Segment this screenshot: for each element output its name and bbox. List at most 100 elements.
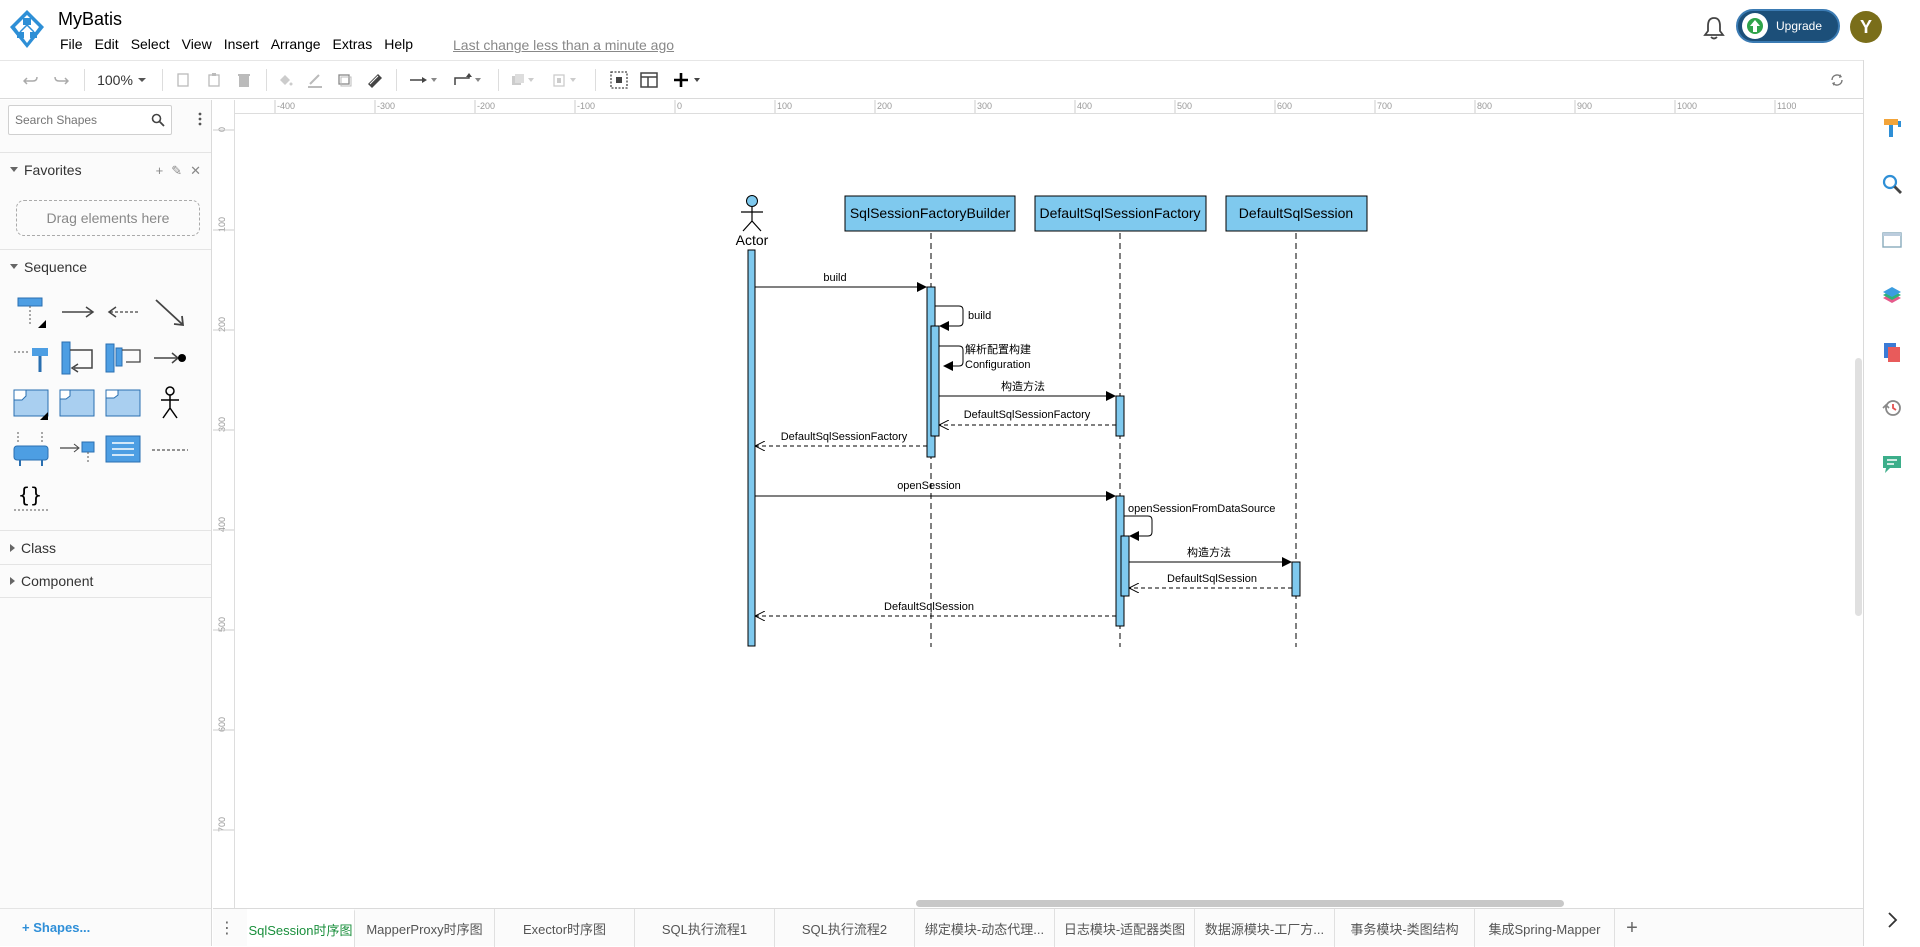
delete-icon[interactable]	[233, 69, 255, 91]
to-front-icon[interactable]	[508, 69, 538, 91]
menu-insert[interactable]: Insert	[223, 36, 259, 52]
actor-figure[interactable]	[741, 195, 763, 232]
add-page-button[interactable]: +	[1626, 916, 1638, 939]
menu-extras[interactable]: Extras	[332, 36, 373, 52]
return-arrow-icon[interactable]	[104, 292, 144, 332]
tab-spring-mapper[interactable]: 集成Spring-Mapper	[1475, 909, 1615, 947]
format-panel-icon[interactable]	[1880, 116, 1904, 140]
pages-menu-icon[interactable]: ⋮	[219, 920, 235, 937]
activation-factory-3[interactable]	[1120, 535, 1130, 597]
shadow-icon[interactable]	[334, 69, 356, 91]
lifeline-shape-icon[interactable]	[12, 292, 52, 332]
insert-dropdown[interactable]	[670, 69, 706, 91]
redo-icon[interactable]	[50, 69, 72, 91]
document-title[interactable]: MyBatis	[58, 9, 123, 29]
message-parse-config[interactable]	[939, 345, 964, 371]
sequence-section-header[interactable]: Sequence	[0, 249, 211, 283]
layers-icon[interactable]	[1880, 284, 1904, 308]
found-message-icon[interactable]	[12, 338, 52, 378]
more-shapes-button[interactable]: + Shapes...	[0, 908, 211, 946]
format-painter-icon[interactable]	[364, 69, 386, 91]
search-shapes-input[interactable]	[9, 106, 145, 134]
self-call-icon[interactable]	[58, 338, 98, 378]
fit-page-icon[interactable]	[608, 69, 630, 91]
horizontal-scrollbar[interactable]	[916, 900, 1564, 907]
sync-icon[interactable]	[1826, 69, 1848, 91]
tab-exector[interactable]: Exector时序图	[495, 909, 635, 947]
app-logo-icon[interactable]	[8, 8, 46, 50]
user-avatar[interactable]: Y	[1850, 11, 1882, 43]
boundary-shape-icon[interactable]	[12, 430, 52, 470]
frame-shape-icon[interactable]	[12, 384, 52, 424]
actor-activation[interactable]	[747, 249, 756, 647]
connection-style-dropdown[interactable]	[406, 69, 442, 91]
menu-view[interactable]: View	[181, 36, 212, 52]
actor-shape-icon[interactable]	[150, 384, 190, 424]
to-back-icon[interactable]	[550, 69, 580, 91]
find-icon[interactable]	[1880, 172, 1904, 196]
tab-datasource-factory[interactable]: 数据源模块-工厂方...	[1195, 909, 1335, 947]
message-open-from-datasource[interactable]	[1124, 515, 1153, 541]
pages-icon[interactable]	[1880, 340, 1904, 364]
note-shape-icon[interactable]	[104, 430, 144, 470]
diagonal-arrow-icon[interactable]	[150, 292, 190, 332]
participant-box-session[interactable]	[1225, 195, 1368, 232]
fill-color-icon[interactable]	[274, 69, 296, 91]
tab-sqlsession[interactable]: SqlSession时序图	[247, 909, 355, 947]
more-options-icon[interactable]	[198, 112, 202, 126]
close-icon[interactable]: ✕	[190, 163, 201, 178]
participant-box-builder[interactable]	[844, 195, 1016, 232]
chevron-right-icon[interactable]	[1880, 908, 1904, 932]
participant-box-factory[interactable]	[1034, 195, 1207, 232]
dashed-line-icon[interactable]	[150, 430, 190, 470]
notification-bell-icon[interactable]	[1700, 14, 1728, 42]
copy-icon[interactable]	[172, 69, 194, 91]
braces-shape-icon[interactable]: {}	[12, 476, 52, 516]
search-shapes-box[interactable]	[8, 105, 172, 135]
search-icon[interactable]	[151, 113, 165, 127]
comments-icon[interactable]	[1880, 452, 1904, 476]
svg-text:{}: {}	[18, 483, 42, 507]
paste-icon[interactable]	[203, 69, 225, 91]
lost-message-icon[interactable]	[150, 338, 190, 378]
edit-icon[interactable]: ✎	[171, 163, 183, 178]
tab-mapperproxy[interactable]: MapperProxy时序图	[355, 909, 495, 947]
waypoints-dropdown[interactable]	[450, 69, 486, 91]
add-icon[interactable]: +	[155, 163, 164, 178]
vertical-scrollbar[interactable]	[1855, 358, 1862, 616]
create-message-icon[interactable]	[58, 430, 98, 470]
component-section-header[interactable]: Component	[0, 564, 211, 598]
favorites-section-header[interactable]: Favorites + ✎ ✕	[0, 152, 211, 186]
tab-binding-proxy[interactable]: 绑定模块-动态代理...	[915, 909, 1055, 947]
favorites-drop-area[interactable]: Drag elements here	[16, 200, 200, 236]
message-self-build[interactable]	[935, 305, 964, 331]
menu-file[interactable]: File	[60, 36, 83, 52]
loop-frame-icon[interactable]	[104, 384, 144, 424]
history-icon[interactable]	[1880, 396, 1904, 420]
tab-sql-flow-1[interactable]: SQL执行流程1	[635, 909, 775, 947]
last-change-link[interactable]: Last change less than a minute ago	[453, 37, 675, 53]
menu-edit[interactable]: Edit	[94, 36, 119, 52]
ruler-left-label: 500	[217, 617, 227, 632]
message-arrow-icon[interactable]	[58, 292, 98, 332]
tab-sql-flow-2[interactable]: SQL执行流程2	[775, 909, 915, 947]
activation-builder-2[interactable]	[930, 325, 940, 437]
menu-select[interactable]: Select	[130, 36, 170, 52]
line-color-icon[interactable]	[304, 69, 326, 91]
tab-log-adapter[interactable]: 日志模块-适配器类图	[1055, 909, 1195, 947]
alt-frame-icon[interactable]	[58, 384, 98, 424]
undo-icon[interactable]	[20, 69, 42, 91]
callback-icon[interactable]	[104, 338, 144, 378]
menu-help[interactable]: Help	[384, 36, 414, 52]
class-section-header[interactable]: Class	[0, 530, 211, 564]
menu-arrange[interactable]: Arrange	[270, 36, 321, 52]
zoom-dropdown[interactable]: 100%	[94, 69, 150, 91]
activation-session-1[interactable]	[1291, 561, 1301, 597]
upgrade-button[interactable]: Upgrade	[1736, 9, 1840, 43]
outline-icon[interactable]	[1880, 228, 1904, 252]
tab-transaction[interactable]: 事务模块-类图结构	[1335, 909, 1475, 947]
ruler-top-label: 0	[677, 101, 682, 111]
activation-factory-1[interactable]	[1115, 395, 1125, 437]
insert-table-icon[interactable]	[638, 69, 660, 91]
